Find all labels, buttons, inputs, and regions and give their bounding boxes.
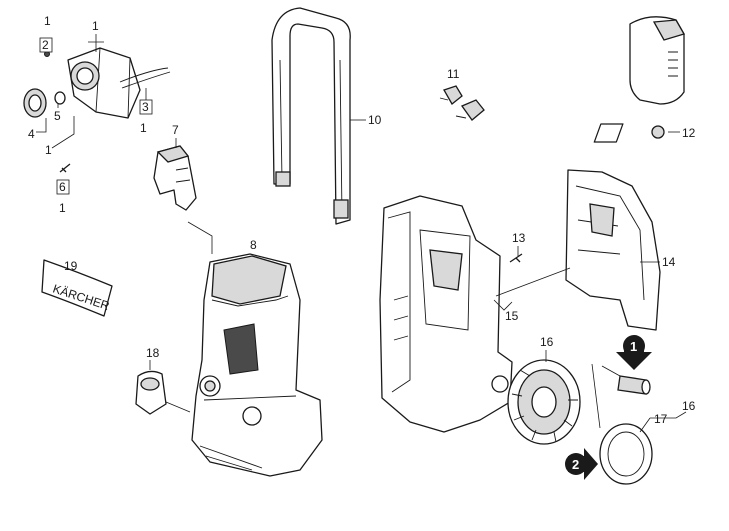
callout-16a: 16 (540, 335, 554, 349)
callout-4: 4 (28, 127, 35, 141)
hub-cap (599, 423, 653, 485)
hose-guide (135, 370, 167, 415)
callout-1b: 1 (92, 19, 99, 33)
wheel-axle (617, 375, 651, 395)
accessory-holder (153, 145, 197, 211)
front-housing (191, 253, 323, 477)
callout-12: 12 (682, 126, 696, 140)
step-marker-2: 2 (565, 448, 598, 480)
screw-13 (509, 253, 523, 263)
callout-2-box (39, 37, 53, 53)
o-ring (54, 91, 66, 105)
callout-19: 19 (64, 259, 78, 273)
callout-1a: 1 (44, 14, 51, 28)
side-cover (565, 169, 661, 331)
callout-18: 18 (146, 346, 160, 360)
step-marker-1-label: 1 (630, 339, 637, 354)
callout-6: 6 (59, 180, 66, 194)
callout-1e: 1 (59, 201, 66, 215)
callout-14: 14 (662, 255, 676, 269)
hose-couplings (439, 85, 485, 121)
screw-6 (59, 163, 71, 173)
callout-7: 7 (172, 123, 179, 137)
callout-2: 2 (42, 38, 49, 52)
push-handle (271, 7, 351, 225)
hose-holder-assembly (67, 47, 171, 119)
hose-reel-knob (23, 88, 47, 118)
rear-housing (379, 195, 513, 433)
callout-8: 8 (250, 238, 257, 252)
callout-10: 10 (368, 113, 382, 127)
step-marker-1: 1 (616, 335, 652, 370)
callout-1c: 1 (140, 121, 147, 135)
callout-16b: 16 (682, 399, 696, 413)
callout-17: 17 (654, 412, 668, 426)
wheel (507, 359, 581, 445)
step-marker-2-label: 2 (572, 457, 579, 472)
callout-5: 5 (54, 109, 61, 123)
callout-3: 3 (142, 100, 149, 114)
callout-6-box (56, 179, 70, 195)
detergent-tank (593, 16, 685, 143)
callout-11: 11 (447, 67, 460, 81)
callout-13: 13 (512, 231, 526, 245)
callout-1d: 1 (45, 143, 52, 157)
callout-15: 15 (505, 309, 519, 323)
